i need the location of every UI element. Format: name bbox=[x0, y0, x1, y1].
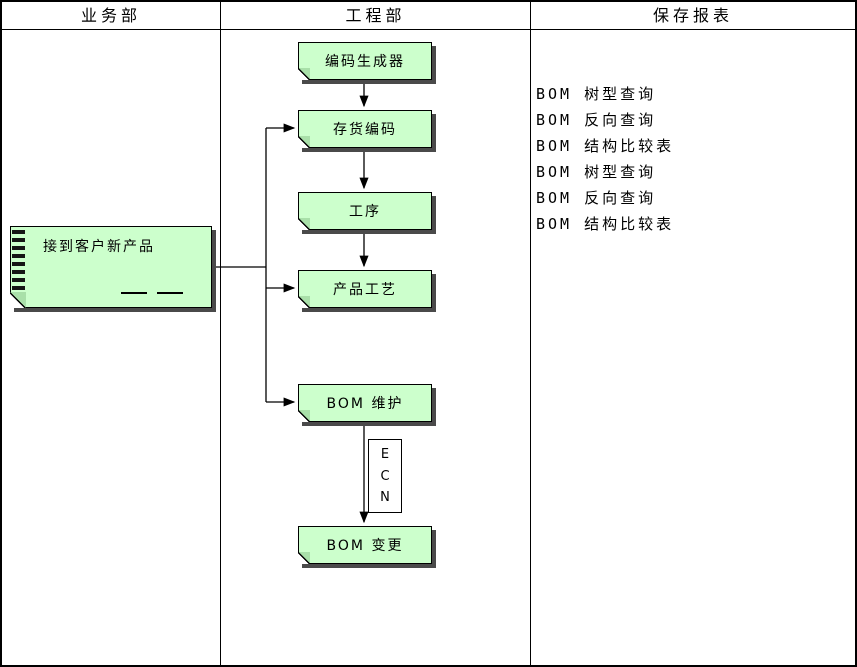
report-item: BOM 结构比较表 bbox=[536, 137, 675, 155]
node-label: 接到客户新产品 bbox=[43, 239, 155, 255]
report-item: BOM 反向查询 bbox=[536, 111, 657, 129]
node-new-product-document: 接到客户新产品 bbox=[10, 226, 212, 308]
lane-header-business: 业务部 bbox=[80, 6, 141, 25]
folded-corner bbox=[298, 136, 310, 148]
folded-corner bbox=[10, 292, 26, 308]
folded-corner bbox=[298, 68, 310, 80]
report-item: BOM 树型查询 bbox=[536, 85, 657, 103]
node-code-generator: 编码生成器 bbox=[298, 42, 432, 80]
report-item: BOM 反向查询 bbox=[536, 189, 657, 207]
node-label: 编码生成器 bbox=[325, 54, 405, 70]
node-product-craft: 产品工艺 bbox=[298, 270, 432, 308]
node-bom-maintain: BOM 维护 bbox=[298, 384, 432, 422]
lane-divider-2 bbox=[530, 2, 531, 665]
ecn-label-box: E C N bbox=[368, 439, 402, 513]
report-list: BOM 树型查询 BOM 反向查询 BOM 结构比较表 BOM 树型查询 BOM… bbox=[536, 81, 674, 237]
folded-corner bbox=[298, 218, 310, 230]
header-divider-line bbox=[2, 29, 855, 30]
report-item: BOM 树型查询 bbox=[536, 163, 657, 181]
lane-header-reports: 保存报表 bbox=[652, 6, 733, 25]
node-label: 产品工艺 bbox=[333, 282, 397, 298]
node-label: BOM 维护 bbox=[326, 396, 404, 412]
report-item: BOM 结构比较表 bbox=[536, 215, 675, 233]
signature-line bbox=[121, 292, 147, 294]
node-label: 存货编码 bbox=[333, 122, 397, 138]
node-inventory-code: 存货编码 bbox=[298, 110, 432, 148]
spiral-binding-icon bbox=[12, 230, 25, 304]
node-label: BOM 变更 bbox=[326, 538, 404, 554]
lane-header-engineering: 工程部 bbox=[345, 6, 406, 25]
node-label: 工序 bbox=[349, 204, 381, 220]
folded-corner bbox=[298, 410, 310, 422]
node-work-process: 工序 bbox=[298, 192, 432, 230]
signature-line bbox=[157, 292, 183, 294]
lane-divider-1 bbox=[220, 2, 221, 665]
ecn-letter: N bbox=[380, 490, 390, 506]
node-bom-change: BOM 变更 bbox=[298, 526, 432, 564]
folded-corner bbox=[298, 296, 310, 308]
ecn-letter: E bbox=[380, 446, 390, 462]
folded-corner bbox=[298, 552, 310, 564]
ecn-letter: C bbox=[380, 468, 390, 484]
